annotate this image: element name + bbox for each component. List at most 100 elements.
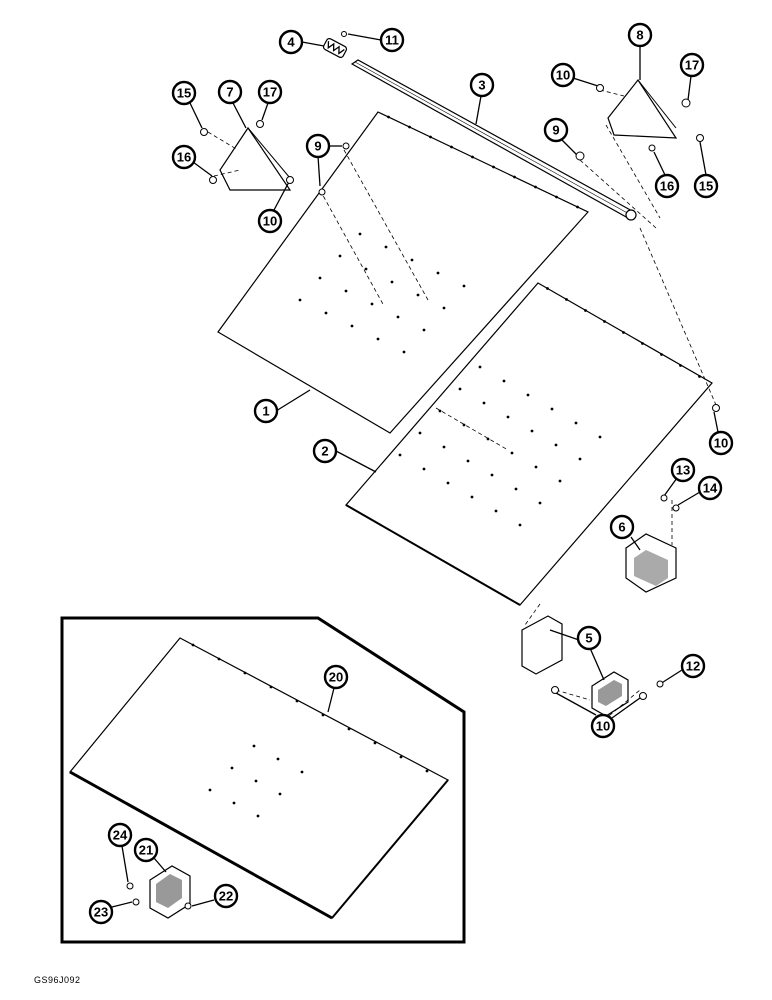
panel-hole [295, 699, 299, 703]
callout-3: 3 [469, 72, 495, 125]
panel-hole [318, 276, 322, 280]
panel-part-2 [345, 282, 713, 606]
panel-hole [471, 155, 474, 159]
callout-label: 3 [478, 78, 485, 93]
spring-part-4 [322, 37, 348, 59]
panel-hole [490, 473, 494, 477]
panel-hole [514, 487, 518, 491]
panel-hole [217, 657, 221, 661]
panel-hole [373, 741, 377, 745]
callout-9-left: 9 [305, 133, 342, 187]
callout-10-bottom: 10 [555, 692, 641, 739]
panel-hole [486, 437, 490, 441]
panel-hole [534, 465, 538, 469]
panel-hole [300, 770, 304, 774]
callout-1: 1 [253, 389, 311, 424]
panel-hole [347, 727, 351, 731]
callout-16-right: 16 [653, 151, 680, 199]
callout-label: 15 [177, 86, 191, 101]
callout-10-left: 10 [257, 179, 291, 234]
callout-label: 6 [618, 520, 625, 535]
panel-hole [408, 125, 411, 129]
panel-hole [442, 306, 446, 310]
callout-label: 20 [329, 670, 343, 685]
inset-frame [60, 616, 466, 944]
panel-hole [450, 145, 453, 149]
callout-label: 9 [314, 139, 321, 154]
panel-hole [518, 523, 522, 527]
callout-7: 7 [217, 79, 247, 129]
panel-hole [376, 337, 380, 341]
panel-hole [344, 289, 348, 293]
callout-label: 10 [263, 214, 277, 229]
panel-hole [324, 311, 328, 315]
callout-24: 24 [107, 822, 133, 883]
panel-hole [387, 115, 390, 119]
panel-hole [558, 479, 562, 483]
panel-hole [510, 451, 514, 455]
callout-label: 13 [676, 463, 690, 478]
callout-label: 23 [94, 905, 108, 920]
panel-hole [243, 671, 247, 675]
callout-label: 14 [703, 481, 718, 496]
panel-hole [232, 801, 236, 805]
assembly-lines [207, 89, 717, 721]
panel-hole [276, 757, 280, 761]
inset-mount-part-21 [149, 865, 191, 919]
panel-hole [530, 429, 534, 433]
panel-hole [396, 315, 400, 319]
mount-part-6 [625, 533, 677, 593]
panel-hole [534, 185, 537, 189]
panel-hole [230, 766, 234, 770]
callout-22: 22 [191, 883, 239, 909]
panel-hole [446, 481, 450, 485]
panel-hole [442, 445, 446, 449]
callout-21: 21 [133, 837, 167, 873]
callout-label: 10 [596, 719, 610, 734]
panel-hole [576, 205, 579, 209]
mount-part-5 [521, 615, 629, 717]
callout-8: 8 [627, 22, 653, 80]
panel-hole [390, 280, 394, 284]
callout-6: 6 [609, 514, 641, 551]
panel-hole [422, 328, 426, 332]
panel-hole [550, 407, 554, 411]
panel-hole [492, 165, 495, 169]
panel-hole [494, 509, 498, 513]
callout-10-mid-right: 10 [708, 411, 734, 456]
callout-13: 13 [663, 457, 696, 497]
panel-hole [429, 135, 432, 139]
panel-hole [422, 467, 426, 471]
callout-4: 4 [278, 29, 325, 55]
callout-label: 17 [263, 85, 277, 100]
callout-label: 12 [686, 659, 700, 674]
panel-hole [338, 254, 342, 258]
panel-hole [191, 643, 195, 647]
callout-12: 12 [659, 653, 706, 685]
figure-code: GS96J092 [34, 975, 81, 985]
callout-label: 22 [219, 889, 233, 904]
callout-label: 21 [139, 843, 153, 858]
panel-hole [370, 302, 374, 306]
panel-hole [399, 755, 403, 759]
panel-hole [252, 744, 256, 748]
panel-hole [321, 713, 325, 717]
panel-hole [478, 365, 482, 369]
callout-15-right: 15 [693, 141, 719, 199]
panel-hole [470, 495, 474, 499]
panel-hole [482, 401, 486, 405]
panel-hole [546, 287, 549, 290]
panel-hole [565, 298, 568, 301]
callout-label: 8 [636, 28, 643, 43]
panel-hole [208, 788, 212, 792]
callout-label: 24 [113, 828, 128, 843]
panel-hole [298, 298, 302, 302]
bracket-part-8 [607, 78, 678, 139]
fastener-holes [191, 115, 701, 818]
callout-label: 16 [177, 150, 191, 165]
panel-hole [350, 324, 354, 328]
panel-hole [466, 459, 470, 463]
panel-hole [622, 331, 625, 334]
panel-hole [603, 320, 606, 323]
